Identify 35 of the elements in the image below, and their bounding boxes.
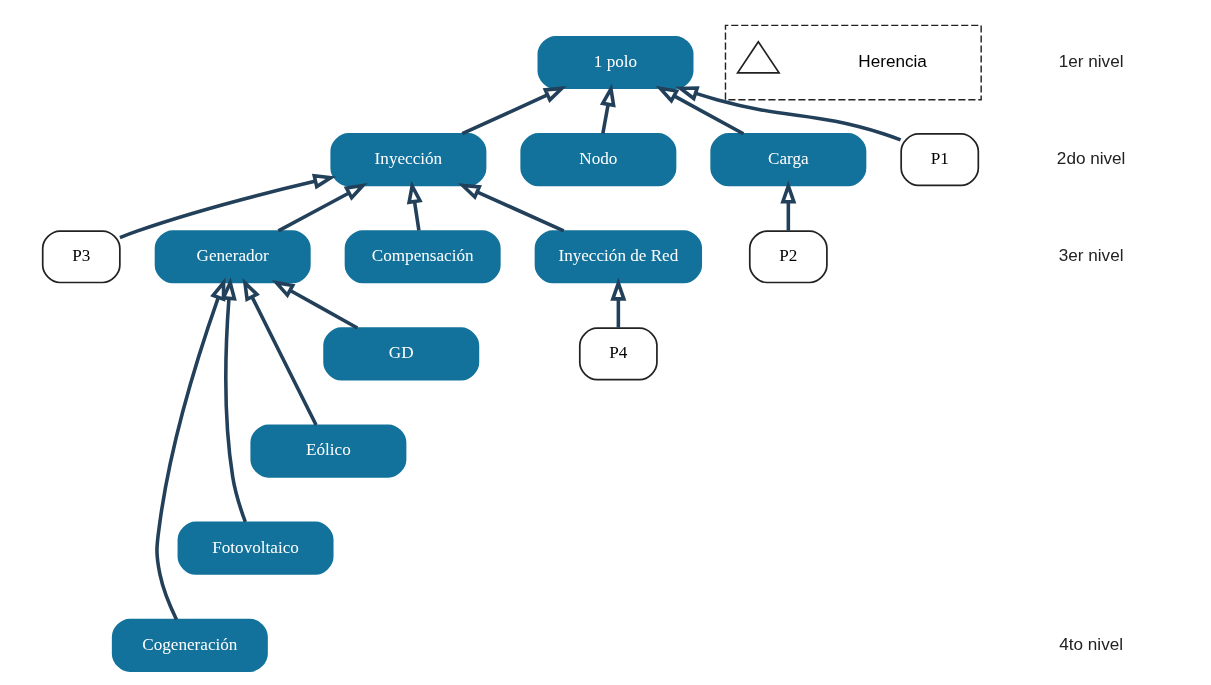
node-box: P2	[748, 230, 828, 284]
node-box: P3	[41, 230, 121, 284]
arrow	[610, 277, 627, 328]
arrow	[119, 173, 337, 240]
node-box: Inyección	[330, 133, 487, 187]
arrow	[675, 86, 902, 142]
arrow	[457, 183, 565, 233]
label: 2do nivel	[1056, 148, 1126, 169]
cluster	[724, 24, 982, 101]
node-box: Cogeneración	[111, 618, 268, 672]
node-box: Nodo	[520, 133, 677, 187]
label: 3er nivel	[1058, 245, 1124, 266]
label: 1er nivel	[1058, 50, 1124, 71]
legend-label: Herencia	[858, 50, 927, 71]
node-box: Generador	[154, 230, 311, 284]
node-box: 1 polo	[537, 35, 694, 90]
arrow	[277, 182, 368, 233]
node-box: Compensación	[344, 230, 501, 284]
node-box: Fotovoltaico	[177, 521, 334, 575]
arrow	[155, 277, 226, 621]
arrow	[780, 180, 797, 231]
arrow	[406, 180, 423, 231]
arrow	[599, 83, 616, 134]
arrow	[655, 85, 745, 136]
node-box: Eólico	[250, 424, 407, 478]
node-triangle	[736, 40, 781, 74]
node-box: P1	[900, 133, 980, 187]
arrow	[461, 86, 567, 136]
arrow	[242, 277, 318, 426]
node-box: Carga	[710, 133, 867, 187]
node-box: GD	[323, 327, 480, 381]
node-box: P4	[578, 327, 658, 381]
arrow	[271, 280, 359, 330]
label: 4to nivel	[1059, 633, 1124, 654]
node-box: Inyección de Red	[534, 230, 703, 284]
